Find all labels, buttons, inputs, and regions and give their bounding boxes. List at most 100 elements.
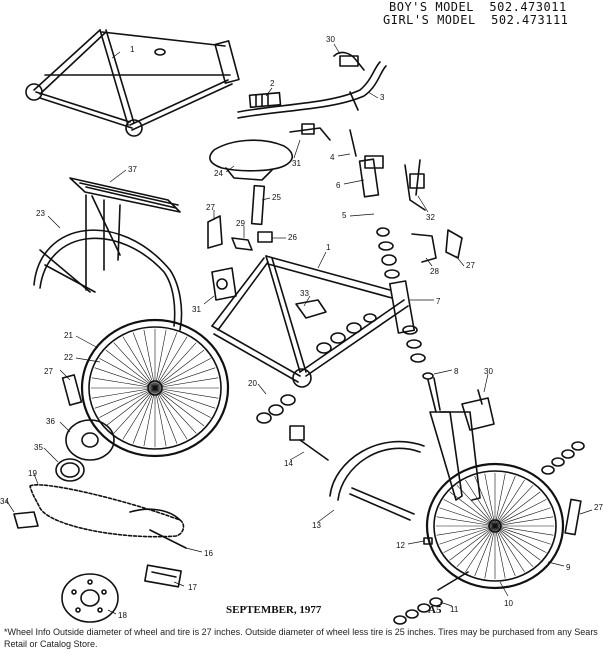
callout-19: 19 [28,469,37,478]
wheel-spoke [143,387,156,447]
wheel-spoke [449,491,496,527]
wheel-spoke [494,525,551,545]
wheel-spoke [154,329,167,389]
reflector-right [564,498,582,536]
callout-7: 7 [436,297,441,306]
wheel-spoke [494,525,525,573]
wheel-spoke [456,485,496,527]
brake-lever-top [333,51,365,71]
callout-24: 24 [214,169,223,178]
wheel-spoke [449,525,496,561]
wheel-spoke [465,479,496,527]
callout-6: 6 [336,181,341,190]
wheel-spoke [494,525,547,553]
wheel-spoke [154,358,211,389]
wheel-spoke [456,525,496,567]
callout-37: 37 [128,165,137,174]
boys-frame [211,255,416,388]
wheel-spoke [105,349,156,389]
callout-33: 33 [300,289,309,298]
wheel-spoke [494,525,534,567]
callout-28: 28 [430,267,439,276]
handlebar [237,61,387,119]
wheel-spoke [105,387,156,427]
headset-bearings [376,227,426,363]
wheel-spoke [132,387,156,444]
wheel-spoke [154,387,211,418]
spoke-protector [65,419,115,461]
rear-rack [69,177,181,291]
callout-10: 10 [504,599,513,608]
front-brake [461,389,495,431]
wheel-info-text: Outside diameter of wheel and tire is 27… [4,627,598,649]
wheel-spoke [474,475,496,527]
wheel-spoke [494,491,541,527]
callout-22: 22 [64,353,73,362]
callout-20: 20 [248,379,257,388]
callout-27: 27 [44,367,53,376]
wheel-spoke [494,516,554,527]
wheel-info-key: *Wheel Info [4,627,51,637]
callout-27: 27 [466,261,475,270]
callout-4: 4 [330,153,335,162]
rear-brake [411,229,463,263]
wheel-spoke [494,507,551,527]
chainring [61,573,119,623]
bottom-bracket-parts [256,299,377,424]
wheel-spoke [94,367,156,389]
callout-12: 12 [396,541,405,550]
wheel-spoke [436,516,496,527]
wheel-spoke [122,336,156,389]
wheel-spoke [494,525,554,536]
callout-2: 2 [270,79,275,88]
chain-guard [129,508,187,549]
saddle [209,139,294,181]
callout-31: 31 [292,159,301,168]
wheel-spoke [94,387,156,409]
wheel-spoke [113,387,156,434]
wheel-spoke [154,377,219,389]
callout-16: 16 [204,549,213,558]
wheel-spoke [154,387,216,409]
callout-8: 8 [454,367,459,376]
rear-derailleur [211,267,237,301]
wheel-spoke [494,499,547,527]
callout-25: 25 [272,193,281,202]
wheel-spoke [154,387,219,399]
callout-32: 32 [426,213,435,222]
wheel-spoke [494,525,541,561]
wheel-spoke [143,329,156,389]
callout-27: 27 [206,203,215,212]
pedal [144,564,182,588]
wheel-spoke [443,499,496,527]
brake-lever-right [404,159,426,211]
shift-lever [289,123,331,141]
wheel-spoke [474,525,496,577]
wheel-spoke [494,473,506,527]
boys-model-number: BOY'S MODEL 502.473011 [389,0,567,14]
wheel-spoke [154,387,205,427]
wheel-spoke [122,387,156,440]
wheel-spoke [154,387,167,447]
callout-34: 34 [0,497,9,506]
wheel-spoke [494,525,516,577]
callout-31: 31 [192,305,201,314]
wheel-spoke [132,332,156,389]
wheel-spoke [99,358,156,389]
wheel-spoke [91,387,156,399]
rear-wheel [80,318,230,458]
wheel-spoke [154,332,178,389]
girls-frame [25,29,240,137]
front-fork [422,372,481,501]
callout-26: 26 [288,233,297,242]
callout-9: 9 [566,563,571,572]
axle-parts [541,441,585,475]
page-number: A5 [428,604,442,616]
wheel-spoke [439,525,496,545]
wheel-spoke [154,387,178,444]
front-hub-parts [393,571,469,625]
callout-30: 30 [484,367,493,376]
callout-5: 5 [342,211,347,220]
rear-fender [33,229,183,331]
reflector-left [61,374,83,406]
